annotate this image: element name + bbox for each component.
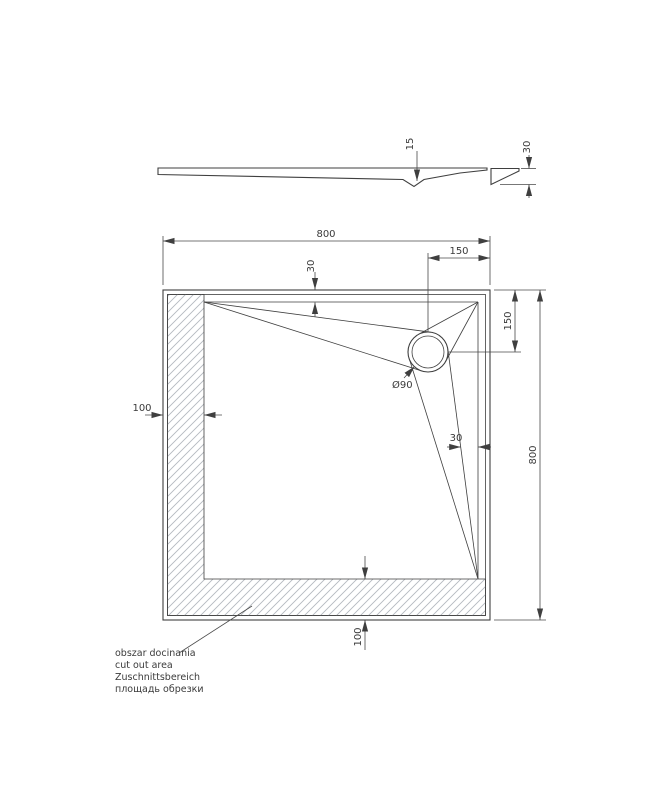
dim-profile-height: 30 <box>500 141 536 198</box>
slope-line <box>203 301 423 372</box>
dim-drain-offset-top: 150 <box>428 246 490 262</box>
drain <box>407 331 449 373</box>
slope-line <box>447 349 479 580</box>
dim-height-right-label: 800 <box>528 445 539 464</box>
cutout-note-line-2: cut out area <box>115 660 173 671</box>
cutout-note: obszar docinania cut out area Zuschnitts… <box>115 605 253 695</box>
plan-top-view: 800 150 30 150 800 100 <box>115 229 546 695</box>
tray-profile-edge-detail <box>490 167 520 186</box>
dim-cutout-left-label: 100 <box>132 403 151 414</box>
cutout-note-line-1: obszar docinania <box>115 648 196 659</box>
dim-rim-top: 30 <box>306 260 319 317</box>
dim-width-top-label: 800 <box>316 229 335 240</box>
dim-drain-offset-top-label: 150 <box>449 246 468 257</box>
cutout-hatched-area <box>167 294 486 616</box>
extension-lines <box>162 236 546 621</box>
drain-diameter: Ø90 <box>392 366 415 391</box>
dim-drain-offset-right: 150 <box>503 290 519 352</box>
drain-inner-circle <box>411 335 445 369</box>
drain-diameter-label: Ø90 <box>392 379 413 391</box>
cutout-note-line-4: площадь обрезки <box>115 684 204 695</box>
leader-line <box>403 366 415 379</box>
dim-profile-height-label: 30 <box>522 141 533 154</box>
dim-cutout-left: 100 <box>132 403 222 419</box>
dim-cutout-bottom: 100 <box>353 556 369 650</box>
slope-line <box>418 301 479 335</box>
dim-width-top: 800 <box>163 229 490 245</box>
dim-profile-thickness-label: 15 <box>405 138 416 151</box>
drain-slope-lines <box>203 301 479 580</box>
dim-rim-top-label: 30 <box>306 260 317 273</box>
tray-profile-outline <box>157 167 488 188</box>
leader-line <box>178 605 253 654</box>
cutout-note-line-3: Zuschnittsbereich <box>115 672 200 683</box>
slope-line <box>445 301 479 362</box>
slope-line <box>203 301 431 333</box>
slope-line <box>408 357 479 580</box>
profile-side-view: 15 30 <box>157 138 536 198</box>
dim-profile-thickness: 15 <box>405 138 421 181</box>
dim-height-right: 800 <box>528 290 544 620</box>
dim-drain-offset-right-label: 150 <box>503 311 514 330</box>
dim-rim-right: 30 <box>447 433 491 451</box>
drain-outer-circle <box>407 331 449 373</box>
dim-rim-right-label: 30 <box>450 433 463 444</box>
dim-cutout-bottom-label: 100 <box>353 627 364 646</box>
